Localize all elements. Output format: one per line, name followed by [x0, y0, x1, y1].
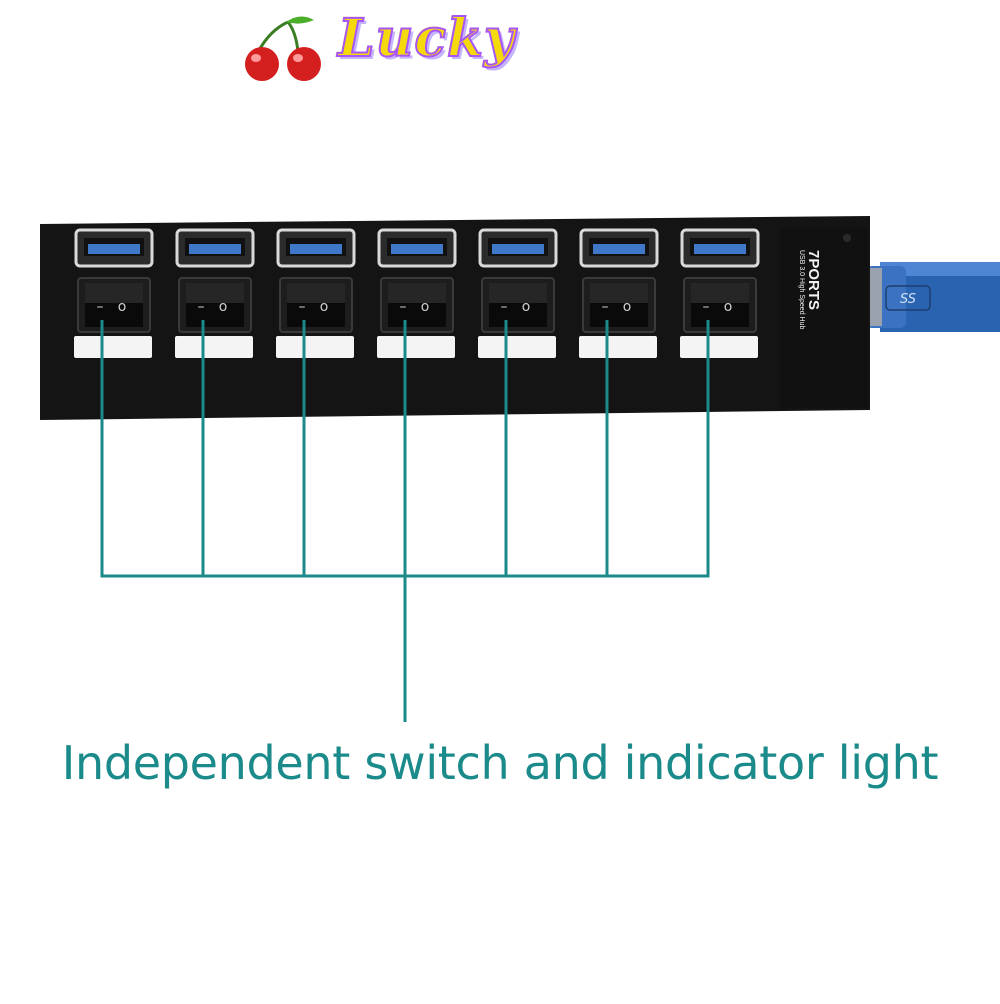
switch-on-mark: o [118, 299, 127, 315]
usb-port[interactable] [478, 228, 558, 268]
power-switch[interactable]: –o [380, 277, 454, 333]
indicator-light [680, 336, 758, 358]
switch-on-mark: o [623, 299, 632, 315]
indicator-light [175, 336, 253, 358]
switch-off-mark: – [299, 299, 306, 315]
switch-off-mark: – [602, 299, 609, 315]
hub-side-label: 7PORTS USB 3.0 High Speed Hub [798, 250, 822, 340]
switch-off-mark: – [400, 299, 407, 315]
indicator-light [478, 336, 556, 358]
switch-on-mark: o [724, 299, 733, 315]
switch-on-mark: o [320, 299, 329, 315]
usb-port[interactable] [377, 228, 457, 268]
power-switch[interactable]: –o [178, 277, 252, 333]
ports-label: 7PORTS [805, 250, 822, 311]
cherry-icon [245, 16, 321, 81]
switch-on-mark: o [421, 299, 430, 315]
status-led-icon [843, 234, 851, 242]
power-switch[interactable]: –o [279, 277, 353, 333]
power-switch[interactable]: –o [582, 277, 656, 333]
usb-port[interactable] [680, 228, 760, 268]
indicator-light [579, 336, 657, 358]
switch-off-mark: – [703, 299, 710, 315]
usb-port[interactable] [579, 228, 659, 268]
usb-port[interactable] [74, 228, 154, 268]
power-switch[interactable]: –o [683, 277, 757, 333]
switch-on-mark: o [522, 299, 531, 315]
feature-caption: Independent switch and indicator light [61, 736, 939, 790]
switch-on-mark: o [219, 299, 228, 315]
switch-off-mark: – [198, 299, 205, 315]
switch-off-mark: – [97, 299, 104, 315]
indicator-light [74, 336, 152, 358]
usb-port[interactable] [276, 228, 356, 268]
speed-label: USB 3.0 High Speed Hub [798, 250, 805, 330]
switch-off-mark: – [501, 299, 508, 315]
power-switch[interactable]: –o [481, 277, 555, 333]
usb-cable [866, 262, 1000, 332]
usb-port[interactable] [175, 228, 255, 268]
superspeed-badge: SS [900, 292, 916, 307]
brand-logo-text: Lucky [337, 7, 516, 70]
indicator-light [377, 336, 455, 358]
power-switch[interactable]: –o [77, 277, 151, 333]
indicator-light [276, 336, 354, 358]
